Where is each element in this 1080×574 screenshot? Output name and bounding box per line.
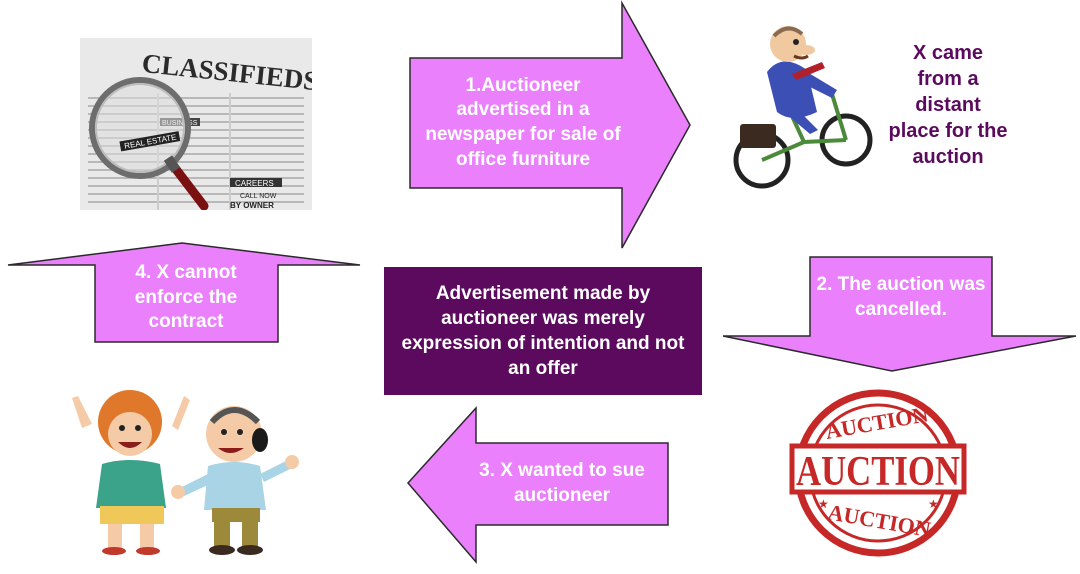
newspaper-icon: CLASSIFIEDS BUSINESS CAREERS CALL NOW BY…: [80, 38, 320, 211]
stamp-main-text: AUCTION: [796, 449, 960, 495]
center-conclusion-box: Advertisement made by auctioneer was mer…: [384, 267, 702, 395]
arrow-up-step4: [7, 242, 361, 343]
svg-text:★: ★: [928, 497, 939, 511]
bicycle-man-image: [722, 12, 882, 190]
stamp-bottom-text: AUCTION: [826, 499, 933, 542]
arguing-couple-icon: [72, 390, 299, 555]
section-by-owner: BY OWNER: [230, 201, 274, 210]
section-careers: CAREERS: [235, 179, 274, 188]
man-on-bicycle-icon: [733, 26, 873, 189]
step4-text: 4. X cannot enforce the contract: [134, 261, 238, 333]
auction-stamp-icon: AUCTION AUCTION AUCTION ★ ★: [789, 389, 967, 557]
stamp-top-text: AUCTION: [823, 401, 930, 444]
auction-stamp-image: AUCTION AUCTION AUCTION ★ ★: [788, 388, 968, 558]
svg-text:★: ★: [818, 497, 829, 511]
arrow-right-step1: [409, 0, 691, 249]
section-call-now: CALL NOW: [240, 193, 277, 200]
arrow-left-step3: [406, 406, 669, 565]
arrow-down-step2: [722, 256, 1077, 372]
arguing-people-image: [62, 378, 302, 556]
step2-text: 2. The auction was cancelled.: [816, 274, 986, 320]
side-note: X came from a distant place for the auct…: [888, 42, 1008, 168]
step3-text: 3. X wanted to sue auctioneer: [479, 460, 645, 506]
step1-text: 1.Auctioneer advertised in a newspaper f…: [425, 74, 621, 170]
classifieds-image: CLASSIFIEDS BUSINESS CAREERS CALL NOW BY…: [80, 38, 320, 211]
